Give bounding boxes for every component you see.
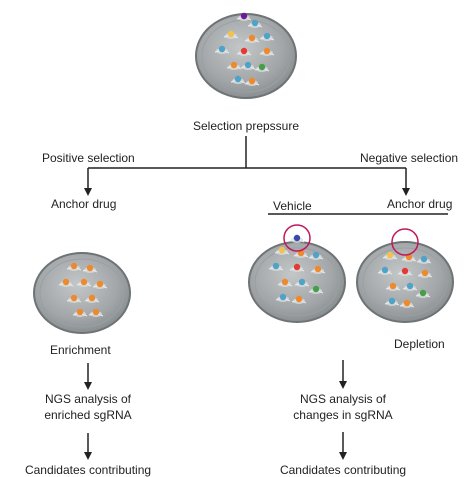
cell [223,30,239,39]
cell [291,295,307,304]
candidates-left-label: Candidates contributing [24,463,152,477]
cell [274,246,290,255]
negative-selection-label: Negative selection [360,151,459,165]
cell [240,61,256,70]
cell [84,294,100,303]
cell [88,308,104,317]
vehicle-label: Vehicle [273,199,312,213]
vehicle-dish-cells [268,234,326,304]
cell [268,262,284,271]
enrichment-dish-cells [58,262,108,317]
positive-selection-label: Positive selection [42,151,135,165]
cell [382,251,398,260]
cell [310,265,326,274]
cell [254,63,270,72]
depletion-dish [356,241,454,323]
cell [58,278,74,287]
ngs-left-line2: enriched sgRNA [44,408,132,422]
cell [308,285,324,294]
cell [72,308,88,317]
cell [230,75,246,84]
cell [417,269,433,278]
cell [244,34,260,43]
ngs-right-line2: changes in sgRNA [293,408,393,422]
cell [247,19,263,28]
cell [397,267,413,276]
cell [308,251,324,260]
cell [76,278,92,287]
cell [289,263,305,272]
enrichment-label: Enrichment [50,343,111,357]
cell [66,262,82,271]
cell [293,249,309,258]
cell [415,289,431,298]
cell [82,264,98,273]
cell [92,280,108,289]
cell [244,77,260,86]
ngs-right-line1: NGS analysis of [299,392,387,406]
cell [66,294,82,303]
depletion-dish-cells [377,251,433,308]
cell [384,297,400,306]
cell [402,282,418,291]
cell [377,266,393,275]
candidates-right-label: Candidates contributing [279,463,407,477]
cell [277,278,293,287]
cell [236,12,252,21]
flow-lines [84,136,448,460]
depletion-highlight-circle [391,228,419,256]
cell [236,47,252,56]
cell [289,234,305,243]
vehicle-highlight-circle [283,224,311,252]
cell [275,293,291,302]
enrichment-dish [33,252,131,334]
cell [226,61,242,70]
anchor-drug-left-label: Anchor drug [51,197,117,211]
ngs-left-line1: NGS analysis of [44,392,132,406]
depletion-label: Depletion [394,337,445,351]
cell [214,45,230,54]
cell [385,282,401,291]
selection-pressure-label: Selection prepssure [192,119,300,133]
cell [259,32,275,41]
top-dish-cells [214,12,275,86]
top-dish [195,13,297,99]
cell [259,47,275,56]
cell [294,278,310,287]
anchor-drug-right-label: Anchor drug [387,197,453,211]
cell [416,255,432,264]
cell [399,299,415,308]
